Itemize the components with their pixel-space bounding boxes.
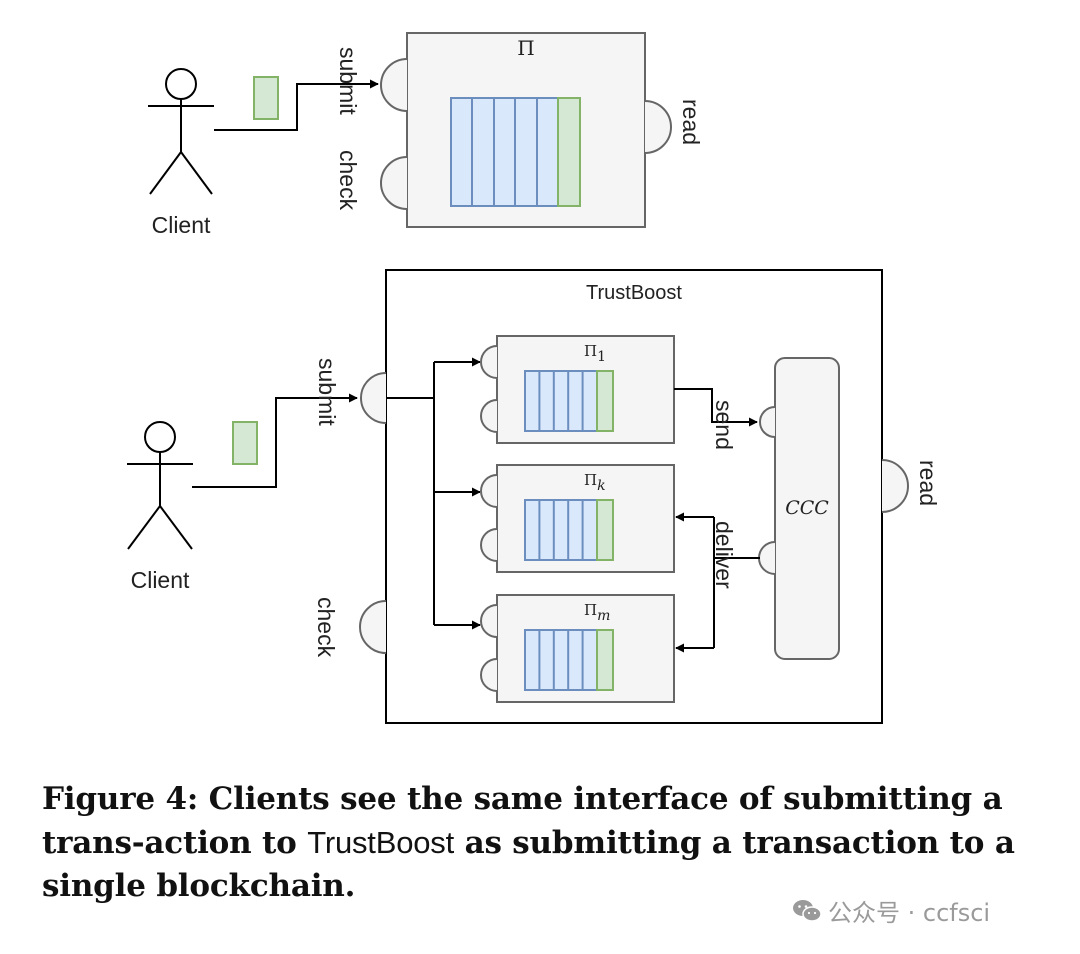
top-client-label: Client (152, 212, 211, 238)
bottom-client-icon (127, 421, 193, 550)
top-section: Client Π submit check read (148, 32, 704, 238)
bottom-submit-label: submit (314, 358, 340, 426)
bottom-read-label: read (915, 460, 941, 506)
chain-label: Π1 (584, 342, 606, 365)
send-label: send (711, 400, 737, 450)
deliver-label: deliver (711, 521, 737, 589)
top-queue (450, 97, 581, 207)
ccc-send-port (759, 406, 776, 438)
top-client-icon (148, 68, 214, 195)
chain-out-port (480, 528, 498, 562)
ccc-label: CCC (785, 497, 829, 519)
chain-in-port (480, 604, 498, 638)
chain-1: Π1 (480, 335, 675, 444)
top-submit-port (380, 58, 408, 112)
chain-in-port (480, 474, 498, 508)
chain-queue-pending (596, 499, 614, 561)
deliver-arrows (675, 512, 760, 653)
top-transaction-card (253, 76, 279, 120)
chain-label: Πk (584, 471, 606, 494)
chain-queue (524, 499, 598, 561)
top-read-port (644, 100, 672, 154)
top-check-port (380, 156, 408, 210)
trustboost-submit-port (360, 372, 387, 424)
chain-out-port (480, 658, 498, 692)
trustboost-check-port (359, 600, 387, 654)
trustboost-read-port (881, 459, 909, 513)
bottom-client-label: Client (131, 567, 190, 593)
wechat-icon (793, 899, 822, 922)
chain-label: Πm (584, 601, 610, 624)
fanout-arrows (386, 357, 481, 630)
trustboost-diagram: Client Π submit check read (127, 32, 941, 724)
chain-3: Πm (480, 594, 675, 703)
bottom-check-label: check (313, 597, 339, 658)
watermark: 公众号 · ccfsci (792, 893, 990, 928)
send-arrow (674, 388, 758, 427)
top-chain-label: Π (517, 36, 534, 60)
chain-queue-pending (596, 370, 614, 432)
watermark-text: 公众号 · ccfsci (828, 899, 991, 927)
figure-caption: Figure 4: Clients see the same interface… (42, 778, 1052, 908)
caption-part2: as submitting a transaction to a single … (42, 825, 1015, 904)
top-read-label: read (678, 99, 704, 145)
chain-queue (524, 629, 598, 691)
caption-part1: Figure 4: Clients see the same interface… (42, 781, 1003, 861)
chain-in-port (480, 345, 498, 379)
trustboost-title: TrustBoost (586, 282, 682, 304)
top-check-label: check (335, 150, 361, 211)
bottom-submit-arrow (192, 393, 358, 488)
chain-out-port (480, 399, 498, 433)
top-submit-arrow (214, 79, 379, 131)
chain-2: Πk (480, 464, 675, 573)
chain-queue (524, 370, 598, 432)
chain-queue-pending (596, 629, 614, 691)
bottom-transaction-card (232, 421, 258, 465)
top-submit-label: submit (335, 47, 361, 115)
caption-system-name: TrustBoost (307, 825, 454, 860)
ccc-box (774, 357, 840, 660)
